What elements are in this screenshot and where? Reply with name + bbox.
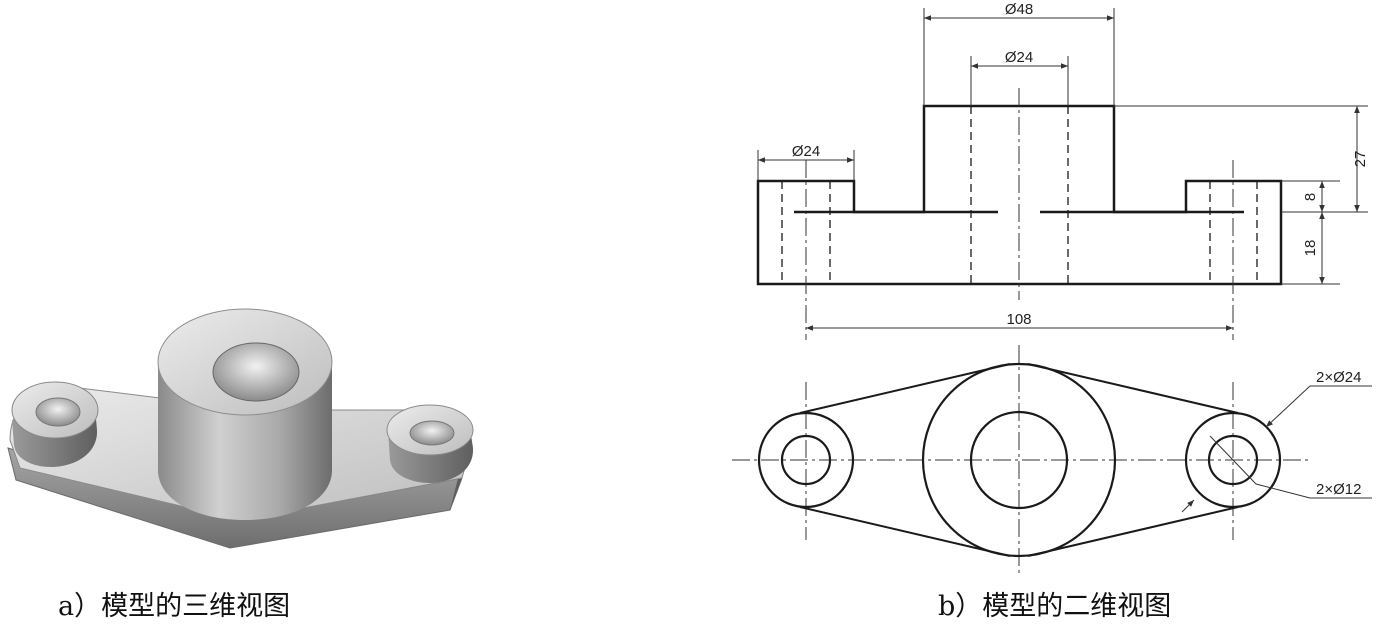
dim-ear-diameter: Ø24 xyxy=(792,143,820,160)
right-ear-hole-circle xyxy=(1207,434,1259,486)
dim-total-height: 27 xyxy=(1352,151,1369,168)
front-view xyxy=(756,88,1283,340)
right-ear-hole xyxy=(409,420,455,446)
caption-2d-view: b）模型的二维视图 xyxy=(938,591,1172,622)
boss-cylinder xyxy=(157,308,333,520)
left-ear xyxy=(11,381,99,468)
dim-base-height: 18 xyxy=(1302,240,1319,257)
boss-bore xyxy=(212,342,300,402)
right-ear xyxy=(386,404,474,484)
left-ear-hole xyxy=(35,397,81,427)
model-2d-view: Ø48 Ø24 Ø24 27 8 18 108 2×Ø24 2×Ø12 xyxy=(732,1,1372,575)
dimension-labels: Ø48 Ø24 Ø24 27 8 18 108 2×Ø24 2×Ø12 xyxy=(792,1,1369,498)
boss-outer-circle xyxy=(921,362,1117,558)
callout-ear-outer: 2×Ø24 xyxy=(1316,369,1361,386)
dim-hole-spacing: 108 xyxy=(1006,311,1031,328)
top-view xyxy=(732,345,1372,575)
callout-ear-hole: 2×Ø12 xyxy=(1316,481,1361,498)
front-dimensions xyxy=(757,8,1368,331)
boss-bore-circle xyxy=(969,410,1069,510)
dim-boss-outer: Ø48 xyxy=(1005,1,1033,18)
dim-ear-height: 8 xyxy=(1302,193,1319,201)
dim-boss-inner: Ø24 xyxy=(1005,49,1033,66)
model-3d-view xyxy=(7,308,474,549)
left-ear-hole-circle xyxy=(780,434,832,486)
left-ear-outer-circle xyxy=(757,411,855,509)
right-ear-outer-circle xyxy=(1184,411,1282,509)
caption-3d-view: a）模型的三维视图 xyxy=(58,591,291,622)
